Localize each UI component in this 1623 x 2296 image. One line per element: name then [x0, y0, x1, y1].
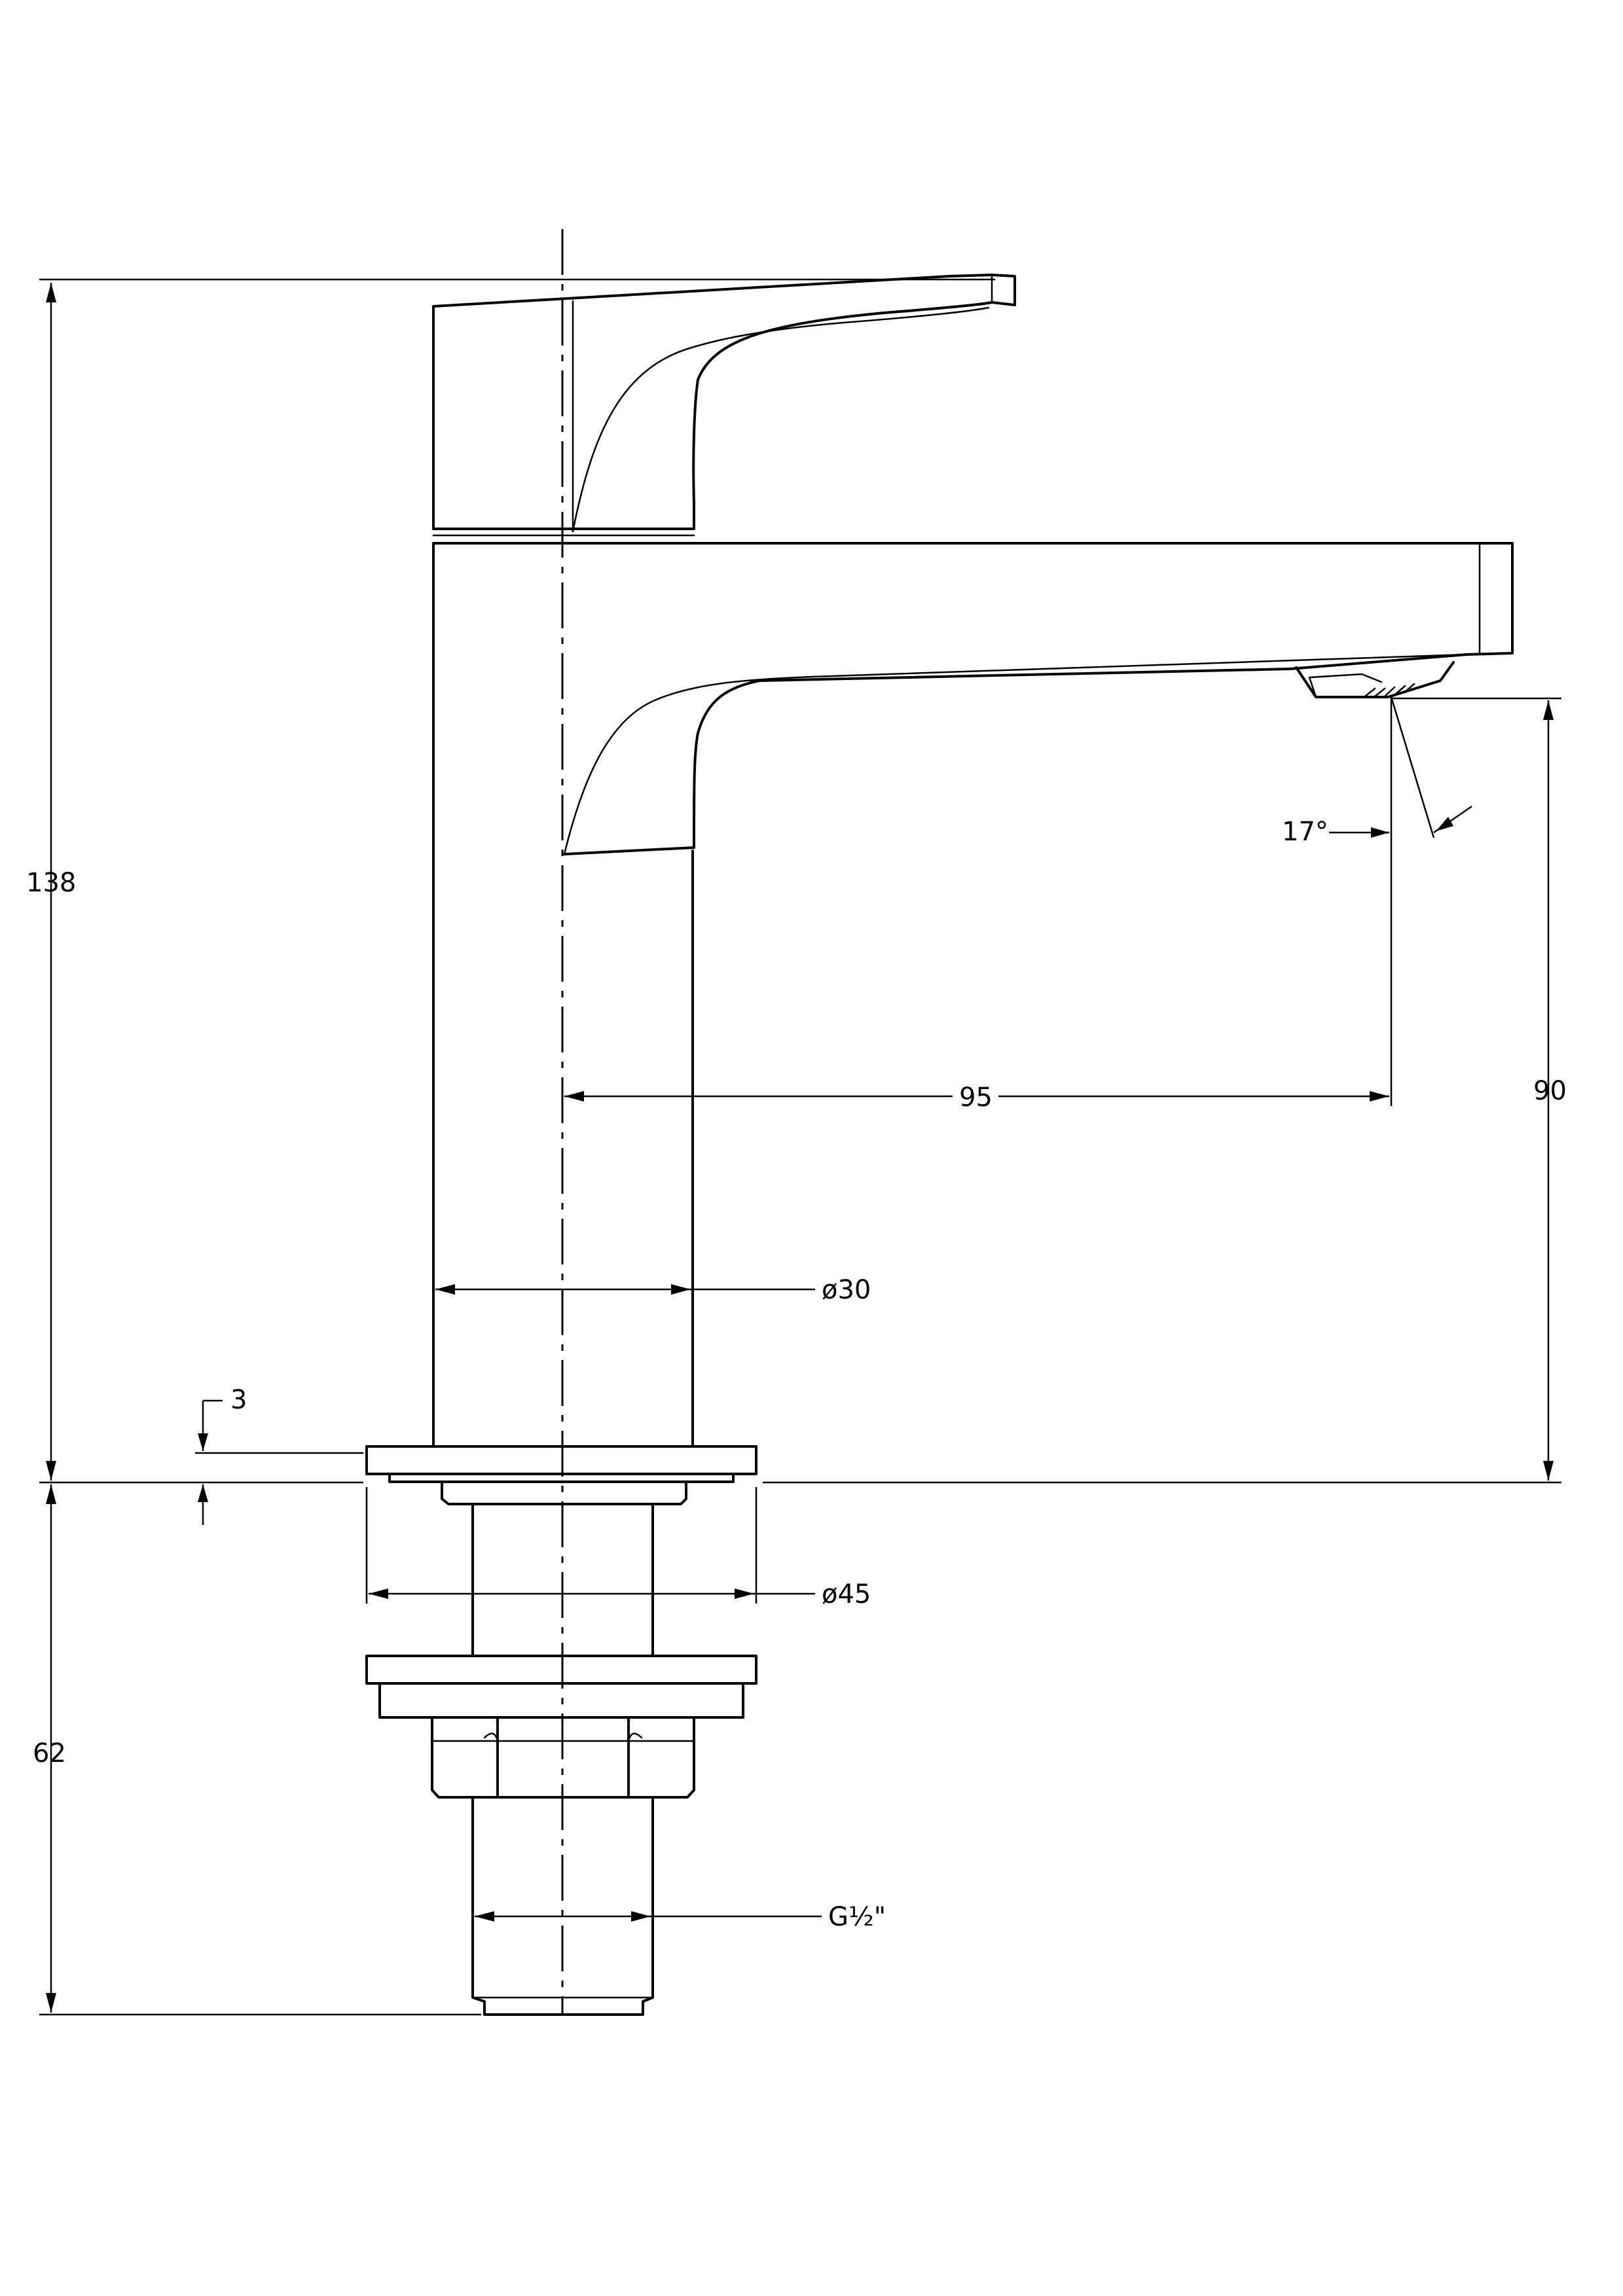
dim-spout-angle: 17° [1282, 817, 1328, 847]
body-column [432, 542, 694, 1446]
dim-flange-thickness: 3 [230, 1385, 247, 1415]
faucet-body [432, 274, 1514, 1446]
dim-spout-reach: 95 [959, 1083, 993, 1113]
dim-spout-height: 90 [1533, 1076, 1567, 1106]
dimensions: 138 62 90 95 17° ø30 [26, 278, 1567, 2016]
dim-thread-size: G½" [828, 1902, 886, 1932]
dim-lower-height: 62 [33, 1738, 66, 1768]
dim-body-diameter: ø30 [822, 1275, 871, 1305]
spout [432, 542, 1514, 855]
aerator [1295, 661, 1455, 698]
lever-handle [432, 274, 1016, 530]
dim-total-height: 138 [26, 868, 76, 898]
dim-base-diameter: ø45 [822, 1579, 871, 1609]
